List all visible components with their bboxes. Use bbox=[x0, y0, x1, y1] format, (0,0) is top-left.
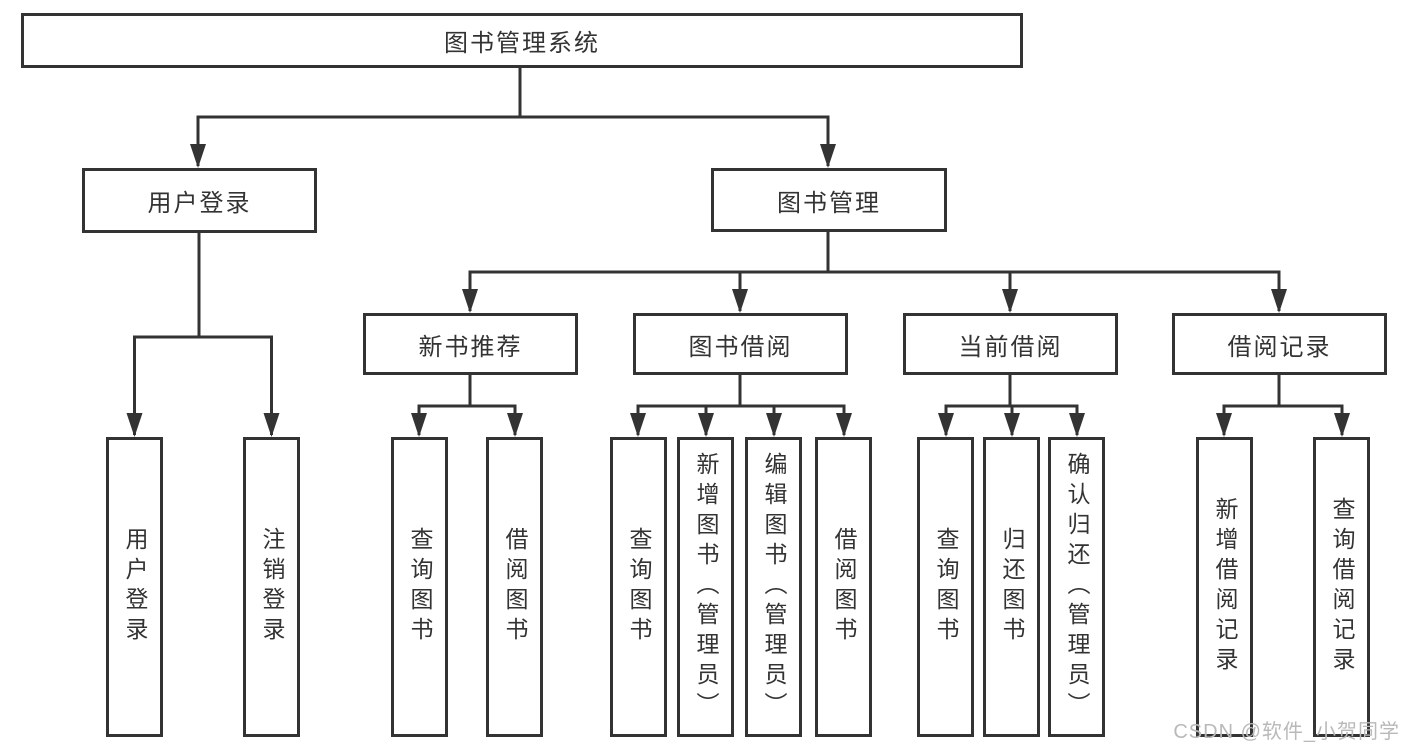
node-new-book-recommend: 新书推荐 bbox=[363, 313, 578, 375]
node-add-books-admin: 新增图书（管理员） bbox=[677, 437, 734, 737]
node-query-books-borrow: 查询图书 bbox=[610, 437, 667, 737]
node-book-management: 图书管理 bbox=[711, 168, 947, 232]
connector-book-management bbox=[468, 232, 1281, 311]
node-label: 借阅图书 bbox=[831, 527, 857, 647]
node-label: 借阅记录 bbox=[1227, 333, 1332, 361]
node-borrow-records: 借阅记录 bbox=[1172, 313, 1387, 375]
node-root: 图书管理系统 bbox=[21, 13, 1023, 68]
node-label: 用户登录 bbox=[147, 190, 252, 217]
connector-user-login bbox=[133, 233, 273, 435]
node-query-books-recommend: 查询图书 bbox=[391, 437, 448, 737]
node-user-login: 用户登录 bbox=[82, 168, 317, 233]
node-label: 确认归还（管理员） bbox=[1064, 452, 1090, 722]
node-label: 图书借阅 bbox=[688, 333, 793, 361]
node-borrow-books-recommend: 借阅图书 bbox=[486, 437, 543, 737]
node-query-books-current: 查询图书 bbox=[917, 437, 974, 737]
node-current-borrow: 当前借阅 bbox=[903, 313, 1118, 375]
node-label: 查询借阅记录 bbox=[1329, 497, 1355, 677]
node-label: 编辑图书（管理员） bbox=[761, 452, 787, 722]
node-query-borrow-record: 查询借阅记录 bbox=[1313, 437, 1370, 737]
connector-root bbox=[196, 68, 830, 166]
node-label: 注销登录 bbox=[259, 527, 285, 647]
node-edit-books-admin: 编辑图书（管理员） bbox=[745, 437, 802, 737]
node-label: 当前借阅 bbox=[958, 333, 1063, 361]
node-label: 查询图书 bbox=[933, 527, 959, 647]
node-book-borrow: 图书借阅 bbox=[633, 313, 848, 375]
arrowheads bbox=[126, 144, 1350, 437]
node-confirm-return-admin: 确认归还（管理员） bbox=[1048, 437, 1105, 737]
node-label: 借阅图书 bbox=[502, 527, 528, 647]
node-label: 新书推荐 bbox=[418, 333, 523, 361]
node-user-login-leaf: 用户登录 bbox=[106, 437, 163, 737]
node-add-borrow-record: 新增借阅记录 bbox=[1196, 437, 1253, 737]
connector-borrow-records bbox=[1222, 375, 1344, 435]
node-label: 归还图书 bbox=[999, 527, 1025, 647]
connector-new-book bbox=[417, 375, 517, 435]
node-label: 用户登录 bbox=[122, 527, 148, 647]
node-borrow-books-leaf: 借阅图书 bbox=[815, 437, 872, 737]
node-logout-leaf: 注销登录 bbox=[243, 437, 300, 737]
csdn-watermark: CSDN @软件_小贺同学 bbox=[1173, 721, 1400, 743]
connector-book-borrow bbox=[636, 375, 846, 435]
node-label: 查询图书 bbox=[407, 527, 433, 647]
node-label: 查询图书 bbox=[626, 527, 652, 647]
node-return-books: 归还图书 bbox=[983, 437, 1040, 737]
node-label: 新增图书（管理员） bbox=[693, 452, 719, 722]
node-label: 新增借阅记录 bbox=[1212, 497, 1238, 677]
node-label: 图书管理系统 bbox=[444, 30, 600, 57]
node-label: 图书管理 bbox=[777, 189, 881, 217]
